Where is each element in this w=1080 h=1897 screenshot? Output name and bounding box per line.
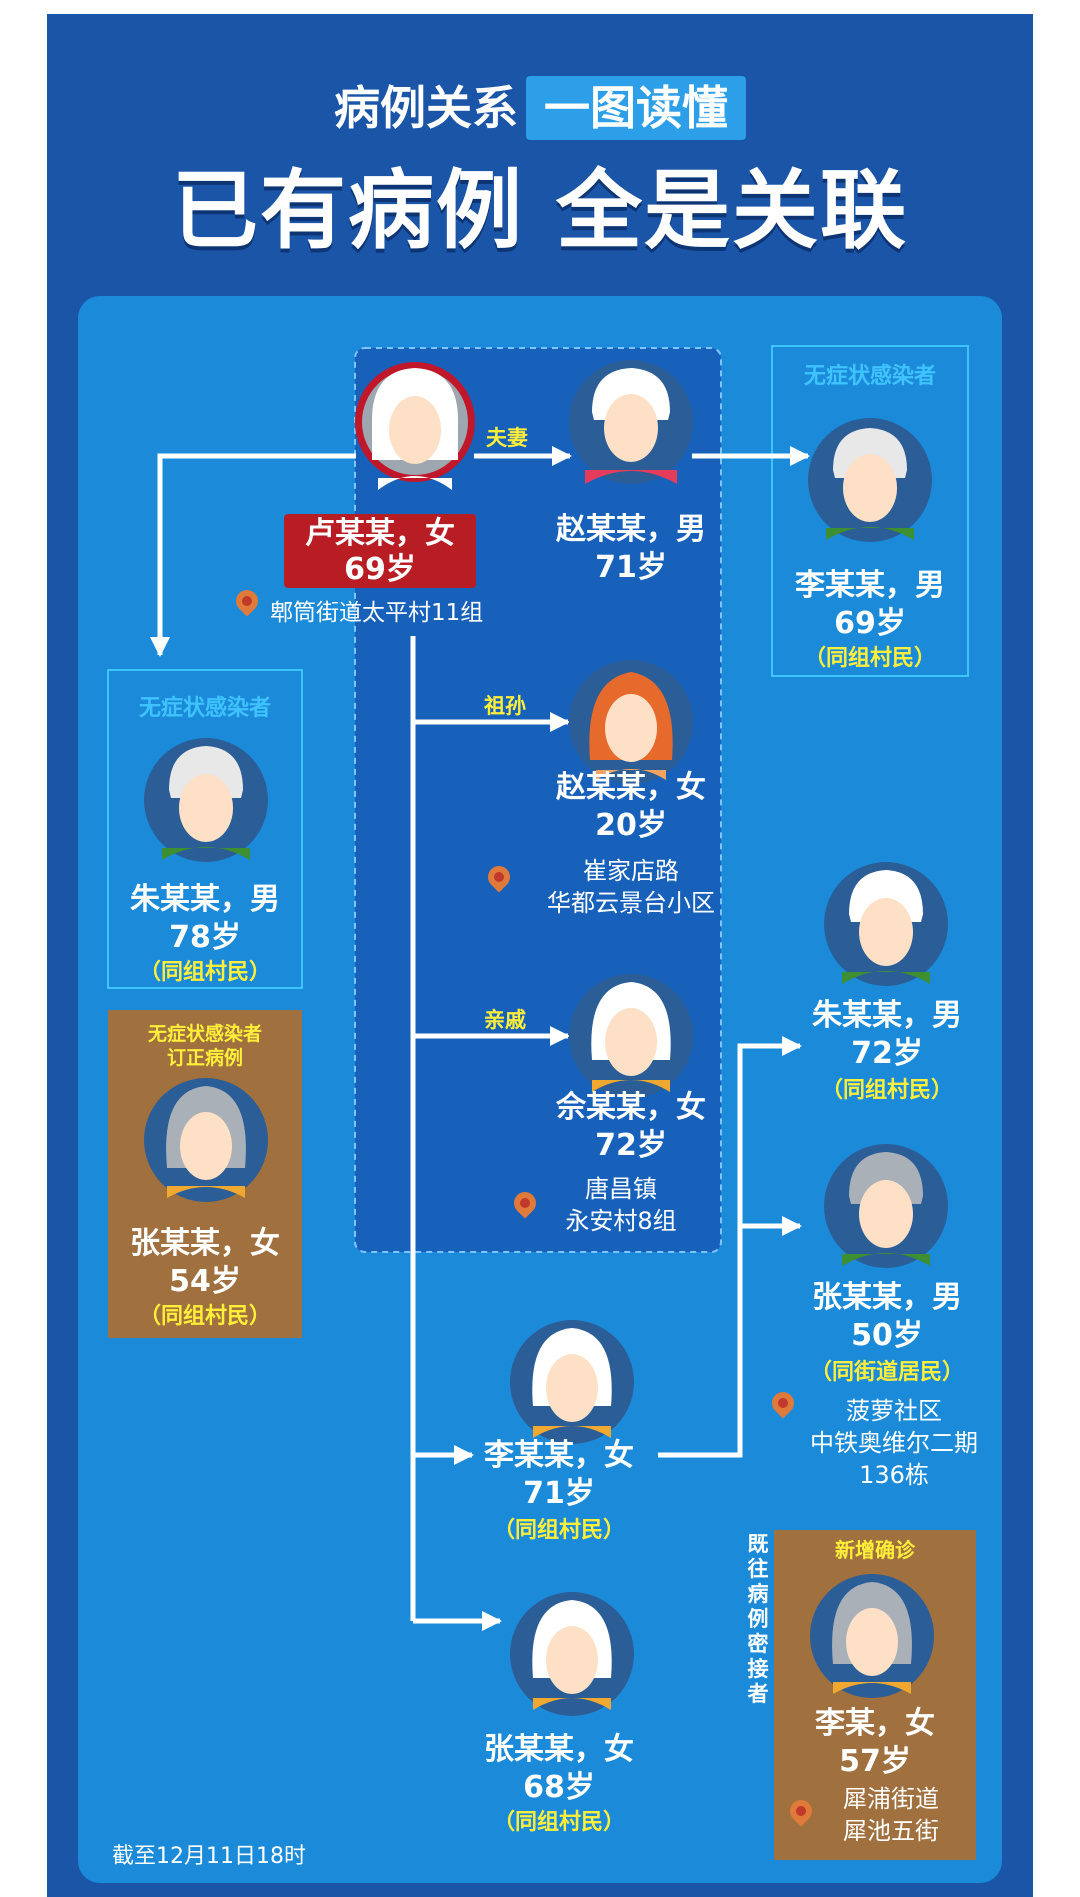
p11-address-line1: 犀浦街道 [843,1785,939,1813]
avatar-p9 [510,1320,634,1444]
p3-name: 赵某某，女 [556,770,706,805]
p6-tag: （同组村民） [138,1304,271,1329]
p9-tag: （同组村民） [492,1518,625,1543]
p2-name: 李某某，男 [795,568,945,603]
p5-name: 朱某某，男 [130,882,280,917]
avatar-p6 [144,1078,268,1202]
arrow-to-zhu-left [150,453,356,657]
title-highlight: 一图读懂 [526,75,746,140]
p2-tag: （同组村民） [803,646,936,671]
p6-name: 张某某，女 [130,1226,280,1261]
p11-age: 57岁 [839,1744,911,1779]
p11-status: 新增确诊 [835,1538,915,1562]
p2-status: 无症状感染者 [803,364,936,389]
avatar-p11 [810,1574,934,1698]
p11-address-line2: 犀池五街 [843,1817,939,1845]
p3-address-line1: 崔家店路 [583,857,679,885]
p8-name: 张某某，男 [812,1280,962,1315]
avatar-p10 [510,1592,634,1716]
relation-couple: 夫妻 [486,426,528,450]
p7-tag: （同组村民） [820,1078,953,1103]
p0-address: 郫筒街道太平村11组 [270,600,484,626]
p5-age: 78岁 [169,920,241,955]
p2-age: 69岁 [834,606,906,641]
p6-age: 54岁 [169,1264,241,1299]
p0-age: 69岁 [344,552,416,587]
p7-age: 72岁 [851,1036,923,1071]
avatar-p3 [569,660,693,784]
avatar-p4 [569,974,693,1098]
index-case-box [284,514,476,588]
relation-relative: 亲戚 [484,1008,526,1032]
p8-tag: （同街道居民） [809,1360,964,1385]
p3-age: 20岁 [595,808,667,843]
avatar-p0 [355,362,475,490]
p10-age: 68岁 [523,1770,595,1805]
title-prefix: 病例关系 [334,80,518,135]
asymptomatic-box-right [771,345,969,677]
asymptomatic-box-left [107,669,303,989]
page-subtitle: 已有病例 全是关联 [172,161,908,261]
avatar-p5 [144,738,268,862]
p11-name: 李某，女 [815,1706,935,1741]
p8-address-line3: 136栋 [859,1461,929,1489]
avatar-p7 [824,862,948,986]
p4-age: 72岁 [595,1128,667,1163]
branch-from-li [658,1036,802,1458]
p9-age: 71岁 [523,1476,595,1511]
avatar-p2 [808,418,932,542]
p11-side-note: 既往病例密接者 [747,1532,769,1706]
p10-tag: （同组村民） [492,1810,625,1835]
p6-status-line1: 无症状感染者 [147,1023,262,1045]
p10-name: 张某某，女 [484,1732,634,1767]
avatar-p1 [569,360,693,484]
avatar-p8 [824,1144,948,1268]
connectors [150,446,810,1631]
p8-address-line1: 菠萝社区 [846,1397,942,1425]
p8-age: 50岁 [851,1318,923,1353]
p9-name: 李某某，女 [484,1438,634,1473]
footer-timestamp: 截至12月11日18时 [112,1844,306,1869]
relation-grandchild: 祖孙 [484,694,526,718]
p3-address-line2: 华都云景台小区 [547,889,715,917]
p1-age: 71岁 [595,550,667,585]
p1-name: 赵某某，男 [556,512,706,547]
title-line: 病例关系一图读懂 [0,72,1080,140]
p4-name: 佘某某，女 [556,1090,706,1125]
p4-address-line1: 唐昌镇 [585,1175,657,1203]
p0-name: 卢某某，女 [305,516,455,551]
p7-name: 朱某某，男 [812,998,962,1033]
p6-status-line2: 订正病例 [166,1047,243,1069]
p5-tag: （同组村民） [138,960,271,985]
p8-address-line2: 中铁奥维尔二期 [810,1429,978,1457]
p4-address-line2: 永安村8组 [565,1207,677,1235]
p5-status: 无症状感染者 [138,696,271,721]
